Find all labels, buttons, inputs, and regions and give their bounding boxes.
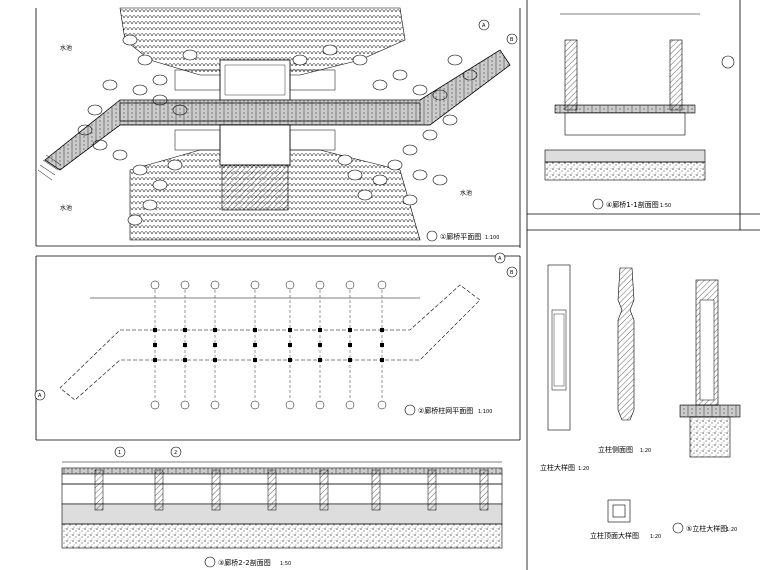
column-grid-view: A B A ②廊桥柱网平面图 1:100 [34, 252, 518, 416]
column-post [318, 343, 322, 347]
grid-marker [150, 400, 160, 410]
column-elev-title: 立柱大样图 [540, 463, 575, 472]
grid-marker [377, 280, 387, 290]
column-post [380, 328, 384, 332]
section-post [479, 469, 489, 511]
column-post [318, 328, 322, 332]
column-detail-title: ⑤立柱大样图 [686, 524, 727, 533]
section-post [211, 469, 221, 511]
column-post [380, 358, 384, 362]
column-post [253, 328, 257, 332]
column-top-scale: 1:20 [650, 534, 661, 540]
column-section-scale: 1:20 [640, 448, 651, 454]
axis-marker-a: A [482, 23, 486, 29]
grid-axis-a2: A [38, 393, 42, 399]
column-elev-scale: 1:20 [578, 466, 589, 472]
grid-marker [345, 400, 355, 410]
plan-view: 水池 水池 水池 A B ①廊桥平面图 1:100 [37, 7, 518, 242]
grid-marker [180, 400, 190, 410]
column-post [288, 328, 292, 332]
section-marker-2: 2 [174, 450, 177, 456]
grid-marker [180, 280, 190, 290]
cross-section-title: ④廊桥1-1剖面图 [606, 200, 659, 209]
cross-section-scale: 1:50 [660, 203, 671, 209]
grid-marker [285, 280, 295, 290]
long-section-scale: 1:50 [280, 561, 291, 567]
section-marker-1: 1 [118, 450, 121, 456]
column-details: 立柱大样图 1:20 立柱侧面图 1:20 立柱顶面大样图 1:20 ⑤立柱大样… [540, 264, 741, 540]
grid-marker [345, 280, 355, 290]
section-post [319, 469, 329, 511]
section-post [94, 469, 104, 511]
grid-marker [210, 400, 220, 410]
grid-marker [210, 280, 220, 290]
column-post [213, 358, 217, 362]
plan-label-3: 水池 [460, 189, 472, 197]
grid-axis-a: A [498, 256, 502, 262]
axis-marker-b: B [510, 37, 514, 43]
plan-scale: 1:100 [485, 235, 499, 241]
section-post [154, 469, 164, 511]
column-post [153, 343, 157, 347]
column-post [183, 328, 187, 332]
grid-marker [250, 400, 260, 410]
column-post [253, 343, 257, 347]
grid-marker [250, 280, 260, 290]
column-post [288, 358, 292, 362]
grid-marker [285, 400, 295, 410]
plan-label-1: 水池 [60, 44, 72, 52]
grid-marker [315, 280, 325, 290]
column-section-title: 立柱侧面图 [598, 445, 633, 454]
column-post [348, 343, 352, 347]
column-post [183, 358, 187, 362]
steps-left [37, 154, 62, 181]
column-post [153, 358, 157, 362]
column-post [380, 343, 384, 347]
column-post [253, 358, 257, 362]
grid-marker [377, 400, 387, 410]
column-post [348, 328, 352, 332]
plan-title: ①廊桥平面图 [440, 232, 481, 241]
column-post [318, 358, 322, 362]
cross-section-view: ④廊桥1-1剖面图 1:50 [544, 13, 735, 210]
column-detail-scale: 1:20 [726, 527, 737, 533]
grid-marker [150, 280, 160, 290]
column-top-title: 立柱顶面大样图 [590, 531, 639, 540]
section-post [371, 469, 381, 511]
sheet-frame [35, 0, 760, 570]
grid-marker [315, 400, 325, 410]
grid-title: ②廊桥柱网平面图 [418, 406, 473, 415]
long-section-title: ③廊桥2-2剖面图 [218, 558, 271, 567]
section-posts [94, 469, 489, 511]
grid-scale: 1:100 [478, 409, 492, 415]
section-post [267, 469, 277, 511]
column-post [183, 343, 187, 347]
grid-columns [150, 280, 387, 410]
section-post [427, 469, 437, 511]
plan-label-2: 水池 [60, 204, 72, 212]
column-post [348, 358, 352, 362]
column-post [213, 343, 217, 347]
long-section-view: 1 2 ③廊桥2-2剖面图 1:50 [61, 446, 503, 568]
column-post [288, 343, 292, 347]
column-post [213, 328, 217, 332]
column-post [153, 328, 157, 332]
grid-axis-b: B [510, 270, 514, 276]
